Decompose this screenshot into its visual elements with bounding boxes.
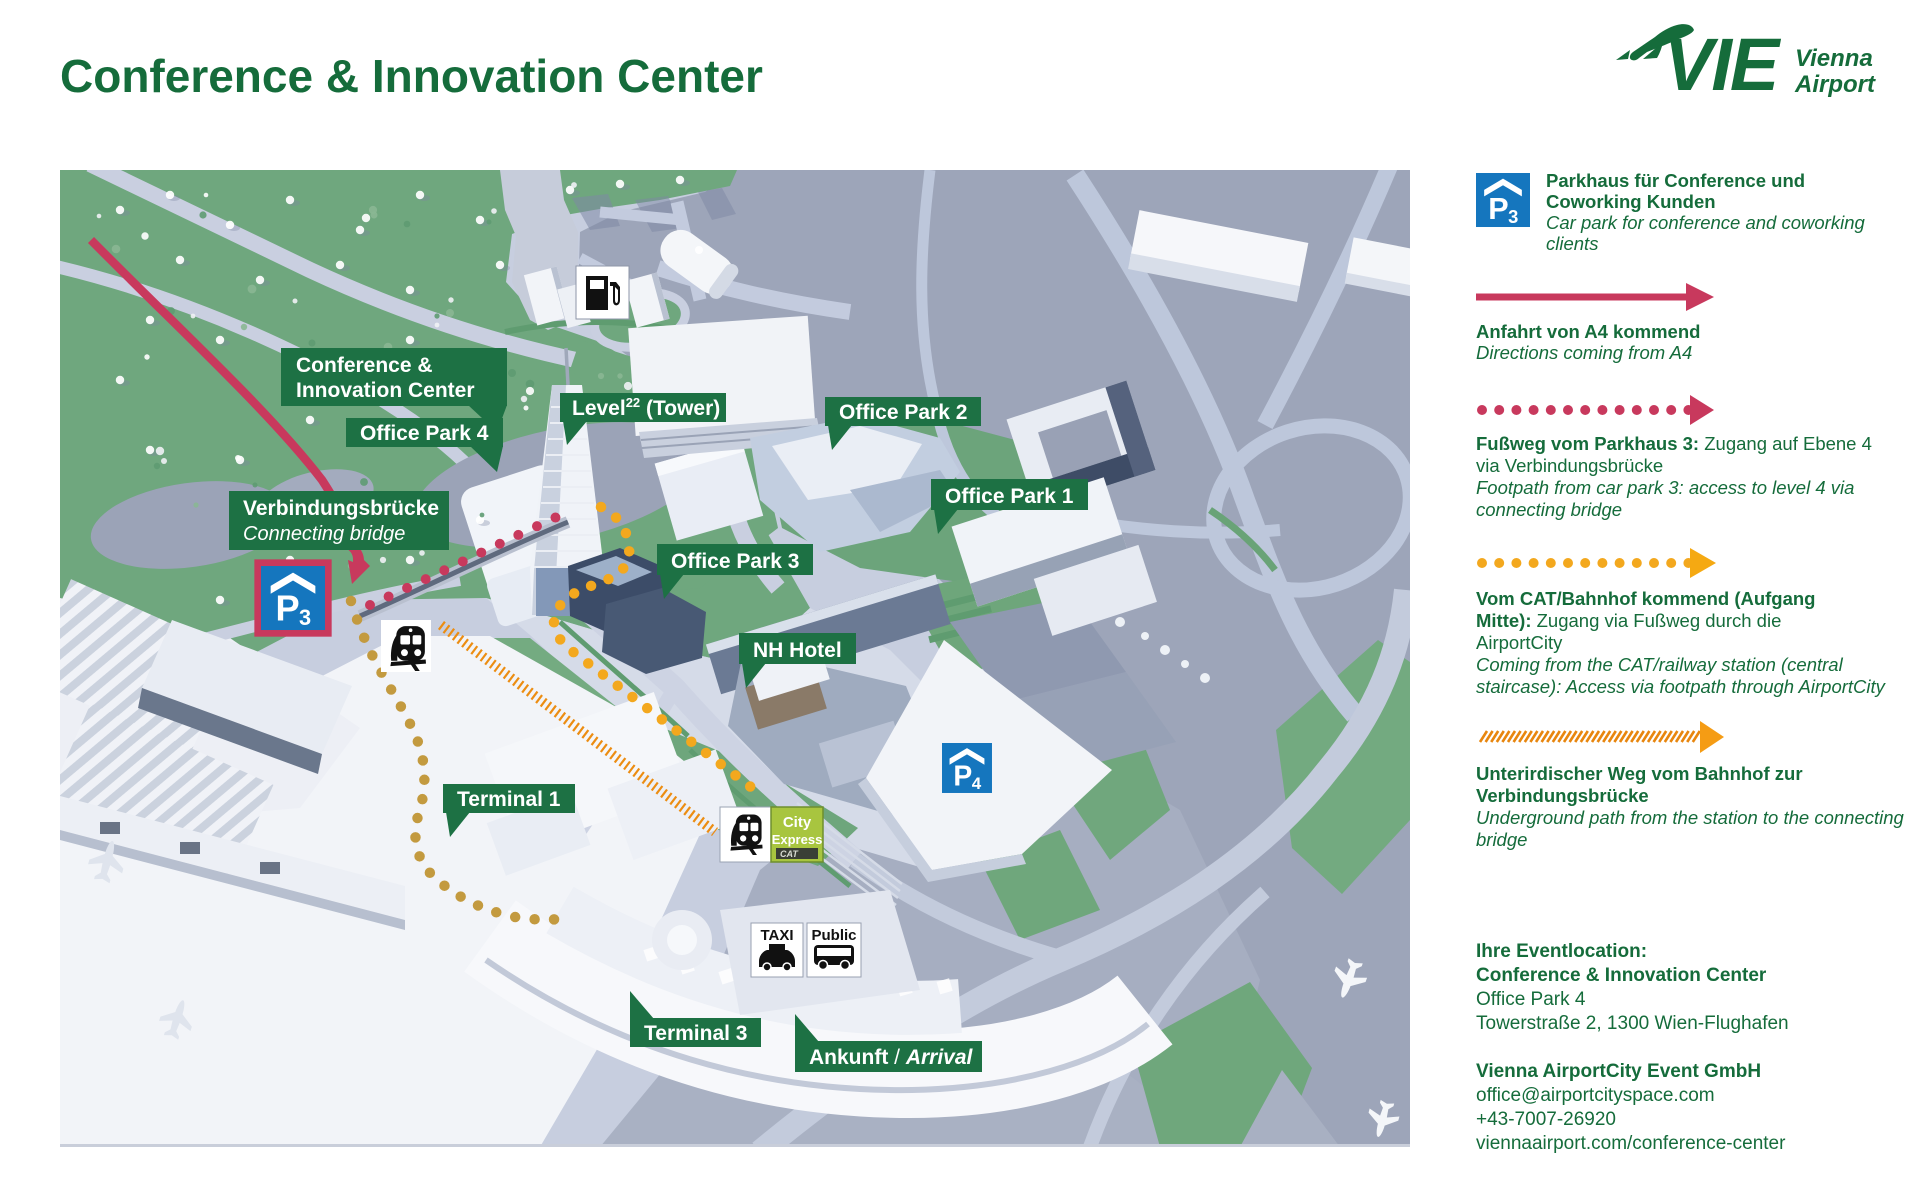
svg-text:Office Park 1: Office Park 1 [945,485,1074,508]
svg-text:Terminal 1: Terminal 1 [457,788,561,811]
svg-text:Verbindungsbrücke: Verbindungsbrücke [243,497,439,520]
svg-text:P: P [275,587,299,628]
svg-text:Office Park 2: Office Park 2 [839,401,967,424]
svg-text:Public: Public [811,927,856,944]
svg-text:P: P [1488,192,1508,226]
svg-text:TAXI: TAXI [760,927,793,944]
svg-text:City: City [783,814,812,831]
svg-text:P: P [953,759,972,791]
svg-text:Airport: Airport [1794,71,1876,98]
svg-text:NH Hotel: NH Hotel [753,639,842,662]
svg-text:Conference &: Conference & [296,354,433,377]
svg-text:Express: Express [772,832,823,847]
svg-text:Vienna: Vienna [1795,45,1873,72]
svg-text:CAT: CAT [780,849,799,859]
svg-text:3: 3 [299,605,311,630]
svg-text:Connecting bridge: Connecting bridge [243,523,405,545]
svg-text:VIE: VIE [1664,23,1782,104]
svg-text:Terminal 3: Terminal 3 [644,1022,747,1045]
svg-text:Office Park 4: Office Park 4 [360,422,489,445]
svg-text:3: 3 [1508,206,1518,227]
svg-text:4: 4 [972,774,982,793]
svg-text:Office Park 3: Office Park 3 [671,550,799,573]
svg-text:Level22 (Tower): Level22 (Tower) [572,395,720,420]
svg-text:Ankunft / Arrival: Ankunft / Arrival [809,1046,974,1069]
svg-text:Innovation Center: Innovation Center [296,379,475,402]
